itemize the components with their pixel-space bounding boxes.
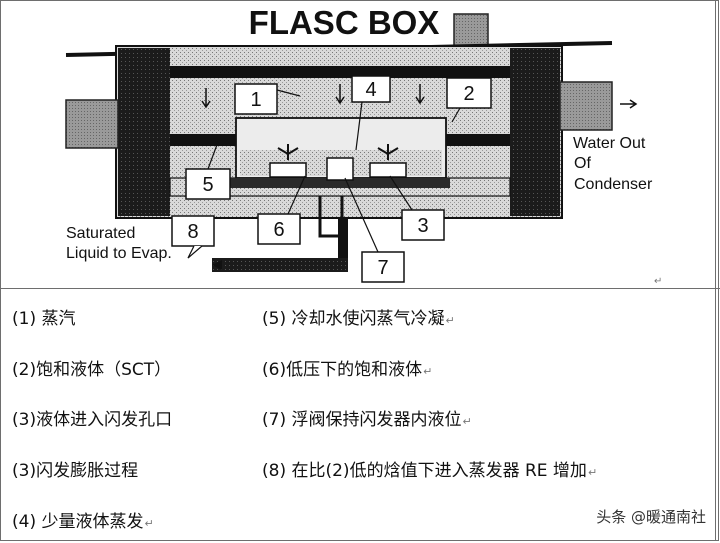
paragraph-mark: ↵ <box>423 365 433 378</box>
outlet-pipe <box>318 196 344 238</box>
right-end-wall <box>510 48 560 216</box>
paragraph-mark: ↵ <box>587 466 598 479</box>
legend-item-6: (6)低压下的饱和液体↵ <box>262 360 433 380</box>
legend-item-3b: (3)闪发膨胀过程 <box>12 461 139 481</box>
section-divider <box>0 288 720 289</box>
float-valve <box>326 157 354 181</box>
legend-item-8: (8) 在比(2)低的焓值下进入蒸发器 RE 增加↵ <box>262 461 598 481</box>
paragraph-mark: ↵ <box>144 517 154 530</box>
legend-item-7: (7) 浮阀保持闪发器内液位↵ <box>262 410 472 430</box>
callout-7: 7 <box>344 177 405 283</box>
vent-stub <box>453 13 489 47</box>
left-end-wall <box>118 48 170 216</box>
saturated-label-2: Liquid to Evap. <box>66 245 172 262</box>
outlet-drain <box>338 218 348 270</box>
return-mark: ↵ <box>654 276 663 287</box>
saturated-label-1: Saturated <box>66 225 135 242</box>
orifice-right <box>369 144 407 178</box>
legend-item-4: (4) 少量液体蒸发↵ <box>12 512 154 532</box>
callout-2: 2 <box>446 77 492 123</box>
svg-text:6: 6 <box>273 219 284 241</box>
water-out-label-3: Condenser <box>574 176 653 193</box>
paragraph-mark: ↵ <box>445 314 455 327</box>
outlet-horizontal <box>212 258 348 272</box>
svg-text:3: 3 <box>417 215 428 237</box>
watermark: 头条 @暖通南社 <box>596 508 706 526</box>
callout-1: 1 <box>234 83 301 115</box>
callout-4: 4 <box>351 75 391 151</box>
callout-3: 3 <box>389 175 445 241</box>
svg-text:2: 2 <box>463 83 474 105</box>
legend-item-2: (2)饱和液体（SCT） <box>12 360 172 380</box>
legend-item-5: (5) 冷却水使闪蒸气冷凝↵ <box>262 309 455 329</box>
vapour-arrow-2 <box>335 84 345 105</box>
vapour-arrow-1 <box>201 88 211 109</box>
water-out-label-2: Of <box>574 155 591 172</box>
legend-item-1: (1) 蒸汽 <box>12 309 76 329</box>
outlet-arrow <box>212 260 222 270</box>
callout-6: 6 <box>257 175 306 245</box>
lower-dark-band <box>230 178 450 188</box>
water-out-arrow <box>620 99 638 109</box>
upper-tube-bundle <box>170 66 510 78</box>
table-border-right <box>715 0 716 541</box>
callout-5: 5 <box>185 141 231 200</box>
flasc-box-diagram: FLASC BOX 1 <box>65 4 653 283</box>
paragraph-mark: ↵ <box>462 415 472 428</box>
callout-8: 8 <box>171 215 215 259</box>
svg-text:5: 5 <box>202 174 213 196</box>
svg-text:7: 7 <box>377 257 388 279</box>
svg-text:8: 8 <box>187 221 198 243</box>
svg-text:1: 1 <box>250 89 261 111</box>
legend-item-3a: (3)液体进入闪发孔口 <box>12 410 173 430</box>
water-out-label-1: Water Out <box>573 135 646 152</box>
diagram-title: FLASC BOX <box>249 4 440 41</box>
svg-text:4: 4 <box>365 79 376 101</box>
orifice-left <box>269 144 307 178</box>
vapour-arrow-3 <box>415 84 425 105</box>
right-water-pipe <box>559 81 613 131</box>
left-water-pipe <box>65 99 119 149</box>
